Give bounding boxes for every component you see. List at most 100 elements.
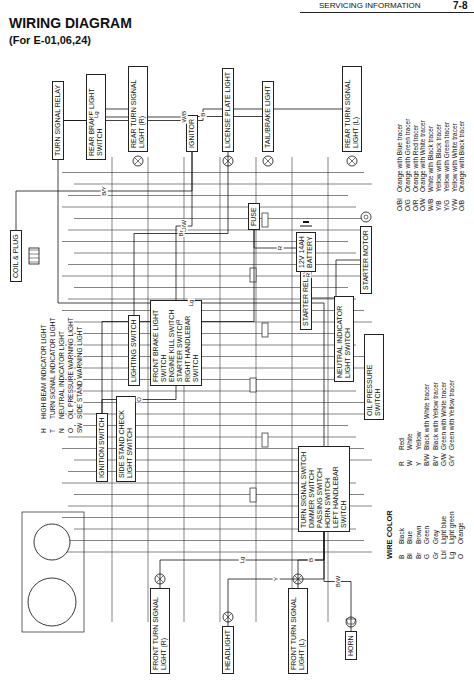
- wire-coupler: [262, 433, 268, 447]
- legend-text: Yellow with White tracer: [451, 122, 458, 193]
- wire: [62, 345, 356, 346]
- legend-text: O: [67, 427, 74, 434]
- wire: [68, 333, 348, 334]
- component-label: STARTER MOTOR: [362, 230, 370, 290]
- component-box: FUSE: [248, 203, 260, 230]
- component-box: OIL PRESSURE SWITCH: [364, 334, 384, 420]
- legend-text: B/Y: [432, 455, 439, 467]
- wire-code: Lg: [188, 299, 195, 308]
- wire: [74, 391, 356, 392]
- wire: [328, 157, 329, 622]
- wire: [68, 195, 348, 196]
- legend-text: Y/B: [435, 200, 442, 212]
- connectors: [16, 109, 360, 631]
- legend-text: O/G: [404, 198, 411, 212]
- legend-text: W/B: [427, 198, 434, 212]
- legend-text: O/W: [419, 197, 426, 212]
- wire-connector: [134, 152, 228, 315]
- component-label: FUSE: [250, 207, 258, 226]
- legend-text: Yellow: [415, 430, 422, 451]
- wire-code: O: [136, 396, 143, 403]
- component-box: TURN SIGNAL SWITCHDIMMER SWITCHPASSING S…: [298, 446, 350, 532]
- legend-text: Orange with Black tracer: [458, 120, 465, 193]
- component-label: COIL & PLUG: [12, 234, 20, 278]
- legend-text: Black with Yellow tracer: [432, 381, 439, 451]
- diagram-panel: WIRE COLORBBlackBlBlueBrBrownGGreenGrGra…: [0, 55, 474, 682]
- component-label: DIMMER SWITCH: [308, 450, 316, 528]
- legend-text: O/R: [412, 198, 419, 212]
- legend-text: G/W: [440, 452, 447, 467]
- wire-coupler: [250, 488, 256, 502]
- component-box: TAIL/BRAKE LIGHT: [262, 82, 274, 153]
- wire-connector: [176, 152, 192, 300]
- component-box: FRONT BRAKE LIGHT SWITCHENGINE KILL SWIT…: [150, 300, 202, 386]
- wire-connector: [16, 152, 192, 230]
- legend-text: SIDE STAND WARNING LIGHT: [76, 326, 83, 420]
- component-label: 12V 14AH: [298, 236, 306, 268]
- lamp-symbol: [263, 156, 273, 166]
- component-label: SIDE STAND CHECK LIGHT SWITCH: [118, 400, 134, 478]
- wire: [74, 356, 364, 357]
- legend-text: NEUTRAL INDICATOR LIGHT: [58, 330, 65, 420]
- harness-lines: [22, 157, 372, 632]
- wire: [112, 157, 113, 622]
- meter-symbol: [28, 578, 76, 626]
- legend-text: Red: [398, 437, 405, 451]
- component-box: NEUTRAL INDICATOR LIGHT SWITCH: [334, 296, 354, 382]
- component-symbols: [29, 156, 371, 627]
- legend-text: H: [40, 427, 47, 434]
- component-label: OIL PRESSURE SWITCH: [366, 338, 382, 416]
- wire: [62, 379, 348, 380]
- wire-code: Y: [273, 576, 280, 582]
- component-label: LIGHTING SWITCH: [130, 319, 138, 382]
- wire-coupler: [250, 268, 256, 282]
- wire: [68, 402, 364, 403]
- legend-text: White: [406, 432, 413, 451]
- component-label: LICENSE PLATE LIGHT: [224, 72, 232, 148]
- diagram-title: WIRING DIAGRAM: [8, 16, 133, 31]
- wire-coupler: [262, 323, 268, 337]
- component-label: HORN: [347, 635, 355, 656]
- wire: [62, 172, 364, 173]
- wire: [62, 552, 372, 553]
- legend-text: Br: [415, 552, 422, 561]
- caption-text: 7-8: [452, 0, 468, 11]
- legend-text: HIGH BEAM INDICATOR LIGHT: [40, 324, 47, 420]
- wire-code: W/B: [181, 110, 188, 123]
- wire: [62, 310, 364, 311]
- legend-text: Y/W: [451, 198, 458, 212]
- component-box: COIL & PLUG: [10, 230, 22, 282]
- component-label: REAR TURN SIGNAL LIGHT (R): [130, 70, 146, 148]
- wire-code: B/Y: [101, 185, 108, 197]
- component-label: BATTERY: [306, 236, 314, 268]
- legend-text: Black: [398, 527, 405, 545]
- legend-text: Orange with Blue tracer: [396, 123, 403, 193]
- component-box: LIGHTING SWITCH: [128, 315, 140, 386]
- legend-text: B: [398, 554, 405, 560]
- legend-text: Green with Yellow tracer: [448, 379, 455, 451]
- wire-code: B/W: [334, 575, 341, 588]
- component-box: FRONT TURN SIGNAL LIGHT (R): [150, 588, 170, 674]
- legend-text: Brown: [415, 525, 422, 545]
- meter-symbol: [34, 524, 70, 560]
- legend-text: G: [423, 553, 430, 560]
- wire: [220, 157, 221, 622]
- wire: [148, 157, 149, 622]
- battery-symbol: [300, 222, 312, 226]
- legend-text: O/Bl: [396, 197, 403, 212]
- wire: [292, 157, 293, 622]
- component-label: RIGHT HANDLEBAR SWITCH: [184, 304, 200, 382]
- meter-housing: [22, 512, 84, 632]
- component-label: LEFT HANDLEBAR SWITCH: [332, 450, 348, 528]
- component-box: IGNITOR: [186, 115, 198, 152]
- legend-text: T: [49, 428, 56, 434]
- wire-code: B: [308, 557, 315, 563]
- legend-text: W: [406, 459, 413, 467]
- page-header: WIRING DIAGRAMSERVICING INFORMATION7-8(F…: [0, 0, 474, 55]
- wire: [68, 299, 356, 300]
- legend-text: Y: [415, 461, 422, 467]
- legend-text: R: [398, 460, 405, 467]
- component-box: TURN SIGNAL RELAY: [52, 81, 64, 160]
- component-box: IGNITION SWITCH: [96, 413, 108, 482]
- legend-text: Black with White tracer: [423, 383, 430, 451]
